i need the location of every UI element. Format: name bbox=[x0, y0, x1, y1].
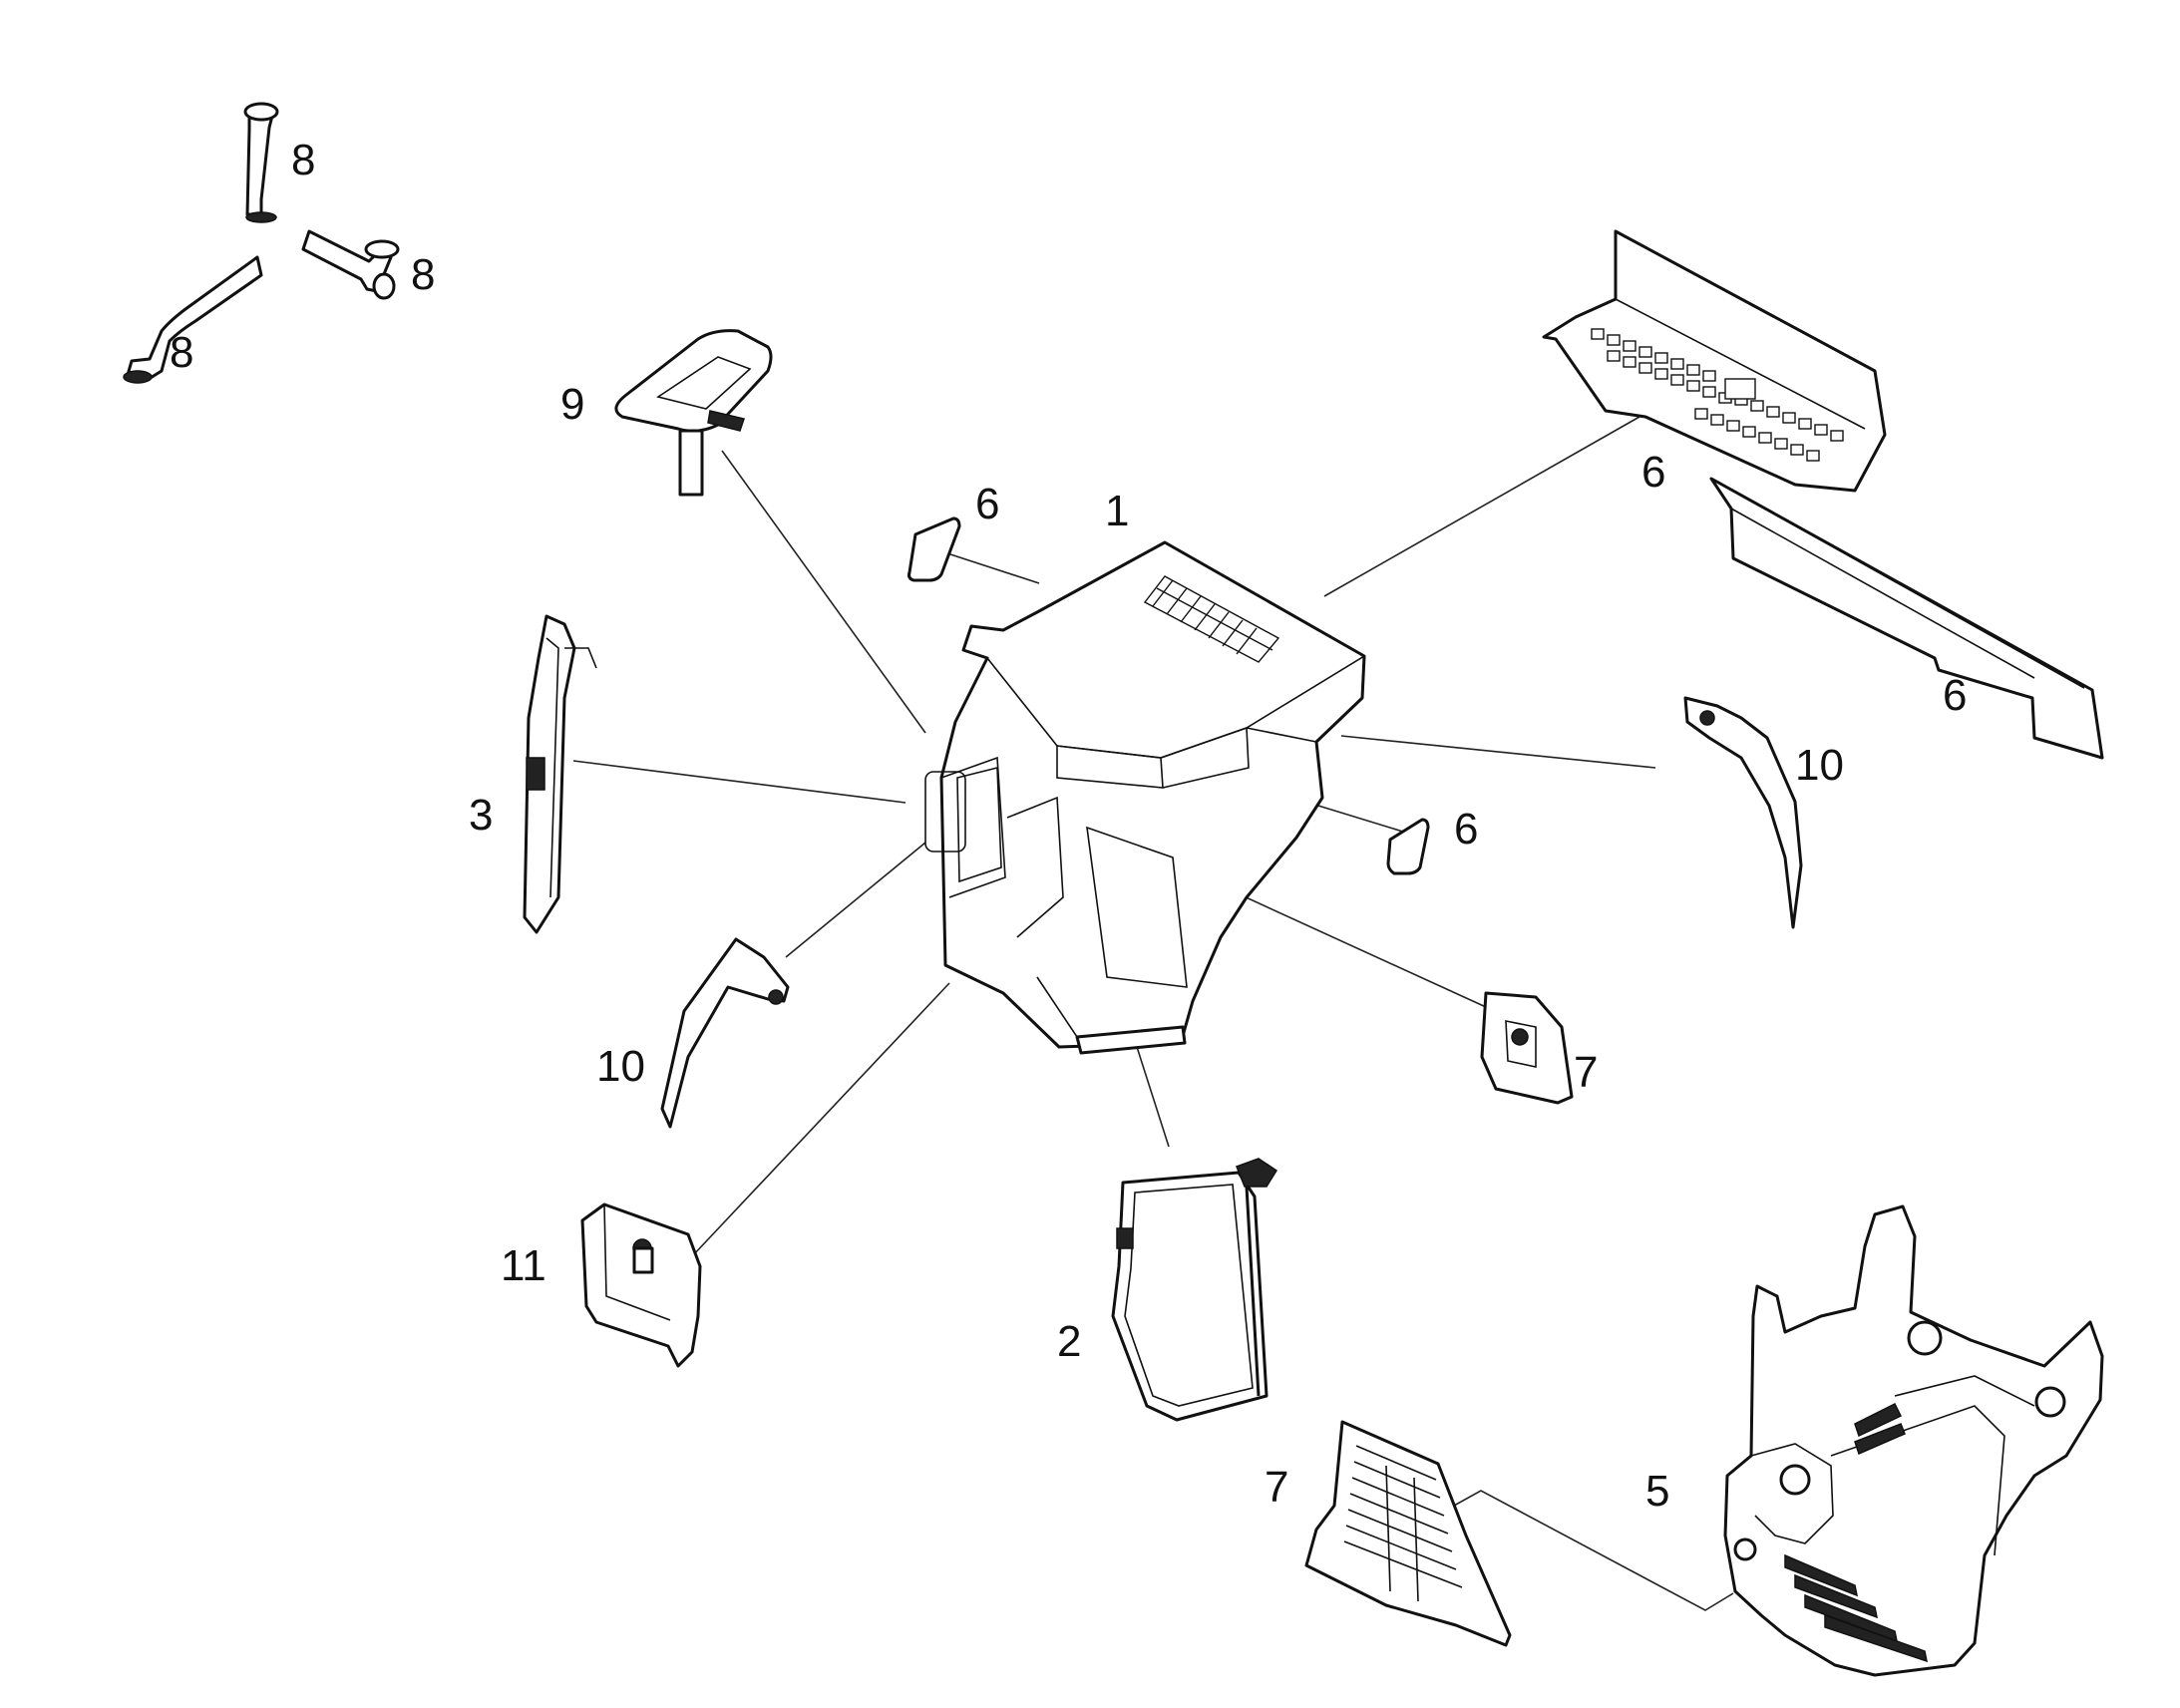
callout-9: 9 bbox=[560, 380, 584, 429]
callout-6-right-panel: 6 bbox=[1454, 805, 1478, 854]
part-7-rear-panel bbox=[1304, 1420, 1512, 1647]
callout-6-strip: 6 bbox=[1943, 671, 1967, 720]
callout-3: 3 bbox=[469, 791, 493, 840]
part-3-window-frame bbox=[523, 614, 597, 934]
part-2-door bbox=[1111, 1158, 1278, 1422]
callout-8-top: 8 bbox=[291, 136, 315, 184]
part-5-chassis bbox=[1723, 1204, 2104, 1677]
callout-8-right: 8 bbox=[411, 250, 435, 299]
part-7-mirror bbox=[1480, 991, 1574, 1105]
callout-10-left: 10 bbox=[596, 1042, 645, 1091]
callout-11: 11 bbox=[501, 1241, 546, 1290]
part-10-wipers bbox=[660, 696, 1803, 1129]
callout-7-rear-panel: 7 bbox=[1265, 1463, 1288, 1512]
callout-6-left-panel: 6 bbox=[975, 480, 999, 528]
part-1-cab bbox=[924, 540, 1366, 1055]
callout-7-mirror: 7 bbox=[1574, 1048, 1598, 1097]
callout-5: 5 bbox=[1645, 1467, 1669, 1516]
callout-8-bottom: 8 bbox=[170, 328, 193, 377]
part-11-box bbox=[580, 1202, 702, 1368]
callout-labels: 1 2 3 5 6 6 6 6 7 7 8 8 8 9 10 10 11 bbox=[170, 136, 1967, 1516]
part-9-seat bbox=[614, 329, 773, 497]
grating-holes bbox=[1591, 328, 1844, 462]
part-8-hoses bbox=[123, 102, 400, 384]
chassis-ribs bbox=[1784, 1402, 1928, 1663]
callout-6-grating: 6 bbox=[1641, 448, 1665, 497]
callout-10-right: 10 bbox=[1795, 741, 1844, 790]
part-6-panels bbox=[908, 229, 2104, 875]
callout-2: 2 bbox=[1057, 1317, 1081, 1366]
callout-1: 1 bbox=[1105, 487, 1129, 535]
leader-lines bbox=[572, 416, 1734, 1611]
cab-roof-vent bbox=[1143, 575, 1280, 663]
